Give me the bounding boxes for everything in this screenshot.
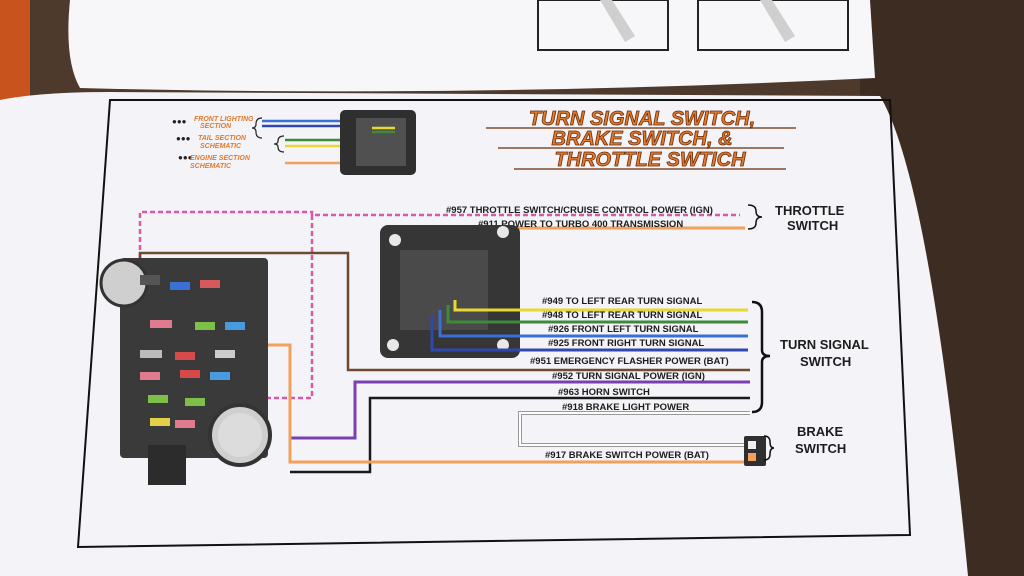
prev-page-box-2 (697, 0, 849, 51)
previous-page (68, 0, 875, 92)
turn-signal-switch-label-1: TURN SIGNAL (780, 337, 869, 352)
wire-948 (446, 305, 748, 324)
svg-text:●●●: ●●● (176, 134, 191, 143)
diagram-title: TURN SIGNAL SWITCH, BRAKE SWITCH, & THRO… (486, 108, 796, 171)
ref-front-lighting-2: SECTION (200, 123, 232, 130)
fuse-box (99, 258, 272, 485)
wire-917 (255, 343, 748, 464)
section-references: ●●● FRONT LIGHTING SECTION ●●● TAIL SECT… (172, 110, 416, 175)
label-911: #911 POWER TO TURBO 400 TRANSMISSION (478, 219, 683, 230)
prev-page-bolt-1 (600, 0, 635, 42)
prev-page-bolt-2 (760, 0, 795, 42)
wire-926 (438, 310, 748, 338)
ref-engine-section-2: SCHEMATIC (190, 163, 232, 170)
wire-957 (138, 210, 740, 258)
label-957: #957 THROTTLE SWITCH/CRUISE CONTROL POWE… (446, 205, 713, 216)
wire-952 (290, 380, 750, 440)
ref-front-lighting: FRONT LIGHTING (194, 116, 254, 123)
ref-tail-section: TAIL SECTION (198, 135, 247, 142)
brake-switch-label-2: SWITCH (795, 441, 846, 456)
label-963: #963 HORN SWITCH (558, 387, 650, 398)
label-925: #925 FRONT RIGHT TURN SIGNAL (548, 338, 704, 349)
label-949: #949 TO LEFT REAR TURN SIGNAL (542, 296, 702, 307)
ref-tail-section-2: SCHEMATIC (200, 143, 242, 150)
label-918: #918 BRAKE LIGHT POWER (562, 402, 689, 413)
label-951: #951 EMERGENCY FLASHER POWER (BAT) (530, 356, 729, 367)
ref-engine-section: ENGINE SECTION (190, 155, 251, 162)
label-952: #952 TURN SIGNAL POWER (IGN) (552, 371, 705, 382)
label-917: #917 BRAKE SWITCH POWER (BAT) (545, 450, 709, 461)
title-line-3: THROTTLE SWTICH (554, 149, 746, 171)
wire-949 (453, 300, 748, 312)
title-line-1: TURN SIGNAL SWITCH, (529, 108, 755, 130)
svg-text:●●●: ●●● (172, 117, 187, 126)
turn-signal-switch-label-2: SWITCH (800, 354, 851, 369)
wire-951 (138, 251, 750, 372)
brake-switch-label-1: BRAKE (797, 424, 844, 439)
prev-page-box-1 (537, 0, 669, 51)
diagram-border (76, 99, 912, 549)
brake-switch-connector (744, 436, 766, 466)
throttle-switch-label-2: SWITCH (787, 218, 838, 233)
label-926: #926 FRONT LEFT TURN SIGNAL (548, 324, 699, 335)
throttle-switch-label-1: THROTTLE (775, 203, 845, 218)
title-line-2: BRAKE SWITCH, & (551, 128, 732, 150)
label-948: #948 TO LEFT REAR TURN SIGNAL (542, 310, 702, 321)
wire-963 (290, 396, 750, 474)
wire-925 (430, 315, 748, 352)
svg-text:●●●: ●●● (178, 153, 193, 162)
